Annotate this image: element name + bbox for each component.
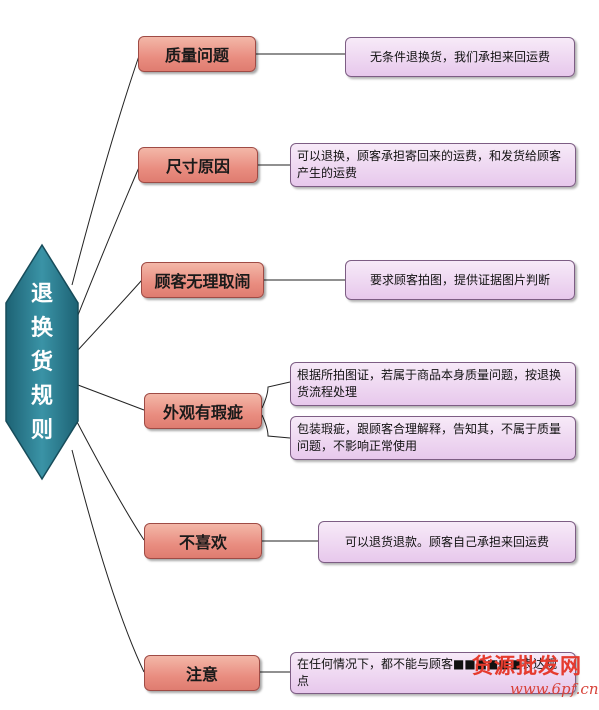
leaf-dislike: 可以退货退款。顾客自己承担来回运费 xyxy=(318,521,576,563)
link-appearance-1 xyxy=(261,381,291,409)
branch-appearance xyxy=(77,384,145,411)
watermark: 货源批发网 www.6pf.cn xyxy=(472,650,599,702)
leaf-appearance-2: 包装瑕疵，跟顾客合理解释，告知其，不属于质量问题，不影响正常使用 xyxy=(290,416,576,460)
root-diamond-shape xyxy=(5,243,79,481)
leaf-text: 包装瑕疵，跟顾客合理解释，告知其，不属于质量问题，不影响正常使用 xyxy=(297,422,562,453)
category-dislike: 不喜欢 xyxy=(144,523,262,559)
link-appearance-2 xyxy=(261,414,291,439)
category-size: 尺寸原因 xyxy=(138,147,258,183)
branch-unreasonable xyxy=(77,279,143,351)
leaf-text: 可以退货退款。顾客自己承担来回运费 xyxy=(344,534,549,549)
branch-size xyxy=(75,164,141,321)
leaf-unreasonable: 要求顾客拍图，提供证据图片判断 xyxy=(345,260,575,300)
root-char: 退 xyxy=(30,281,53,307)
root-char: 货 xyxy=(30,349,53,375)
category-appearance: 外观有瑕疵 xyxy=(144,393,262,429)
root-node: 退 换 货 规 则 xyxy=(4,243,80,481)
leaf-size: 可以退换，顾客承担寄回来的运费，和发货给顾客产生的运费 xyxy=(290,143,576,187)
branch-quality xyxy=(71,52,141,286)
category-label: 外观有瑕疵 xyxy=(162,403,243,422)
category-label: 质量问题 xyxy=(164,46,229,65)
watermark-logo-text: 货源批发网 xyxy=(472,653,582,678)
category-note: 注意 xyxy=(144,655,260,691)
leaf-note: 在任何情况下，都不能与顾客■■■■■■表达观点 xyxy=(290,652,576,694)
root-char: 则 xyxy=(30,417,53,443)
watermark-url: www.6pf.cn xyxy=(510,680,599,698)
category-label: 尺寸原因 xyxy=(165,157,230,176)
category-unreasonable: 顾客无理取闹 xyxy=(141,262,264,298)
category-quality: 质量问题 xyxy=(138,36,256,72)
leaf-text: 无条件退换货，我们承担来回运费 xyxy=(369,49,550,64)
root-title: 退 换 货 规 则 xyxy=(4,277,80,447)
leaf-appearance-1: 根据所拍图证，若属于商品本身质量问题，按退换货流程处理 xyxy=(290,362,576,406)
leaf-text: 要求顾客拍图，提供证据图片判断 xyxy=(369,272,550,287)
branch-dislike xyxy=(75,419,145,541)
leaf-text: 可以退换，顾客承担寄回来的运费，和发货给顾客产生的运费 xyxy=(297,149,562,180)
leaf-quality: 无条件退换货，我们承担来回运费 xyxy=(345,37,575,77)
category-label: 注意 xyxy=(185,665,218,684)
root-char: 换 xyxy=(30,315,53,341)
leaf-text: 根据所拍图证，若属于商品本身质量问题，按退换货流程处理 xyxy=(297,368,562,399)
root-char: 规 xyxy=(30,383,53,409)
branch-note xyxy=(71,449,145,673)
category-label: 顾客无理取闹 xyxy=(154,272,251,291)
leaf-text: 在任何情况下，都不能与顾客■■■■■■表达观点 xyxy=(297,657,558,688)
category-label: 不喜欢 xyxy=(178,533,227,552)
